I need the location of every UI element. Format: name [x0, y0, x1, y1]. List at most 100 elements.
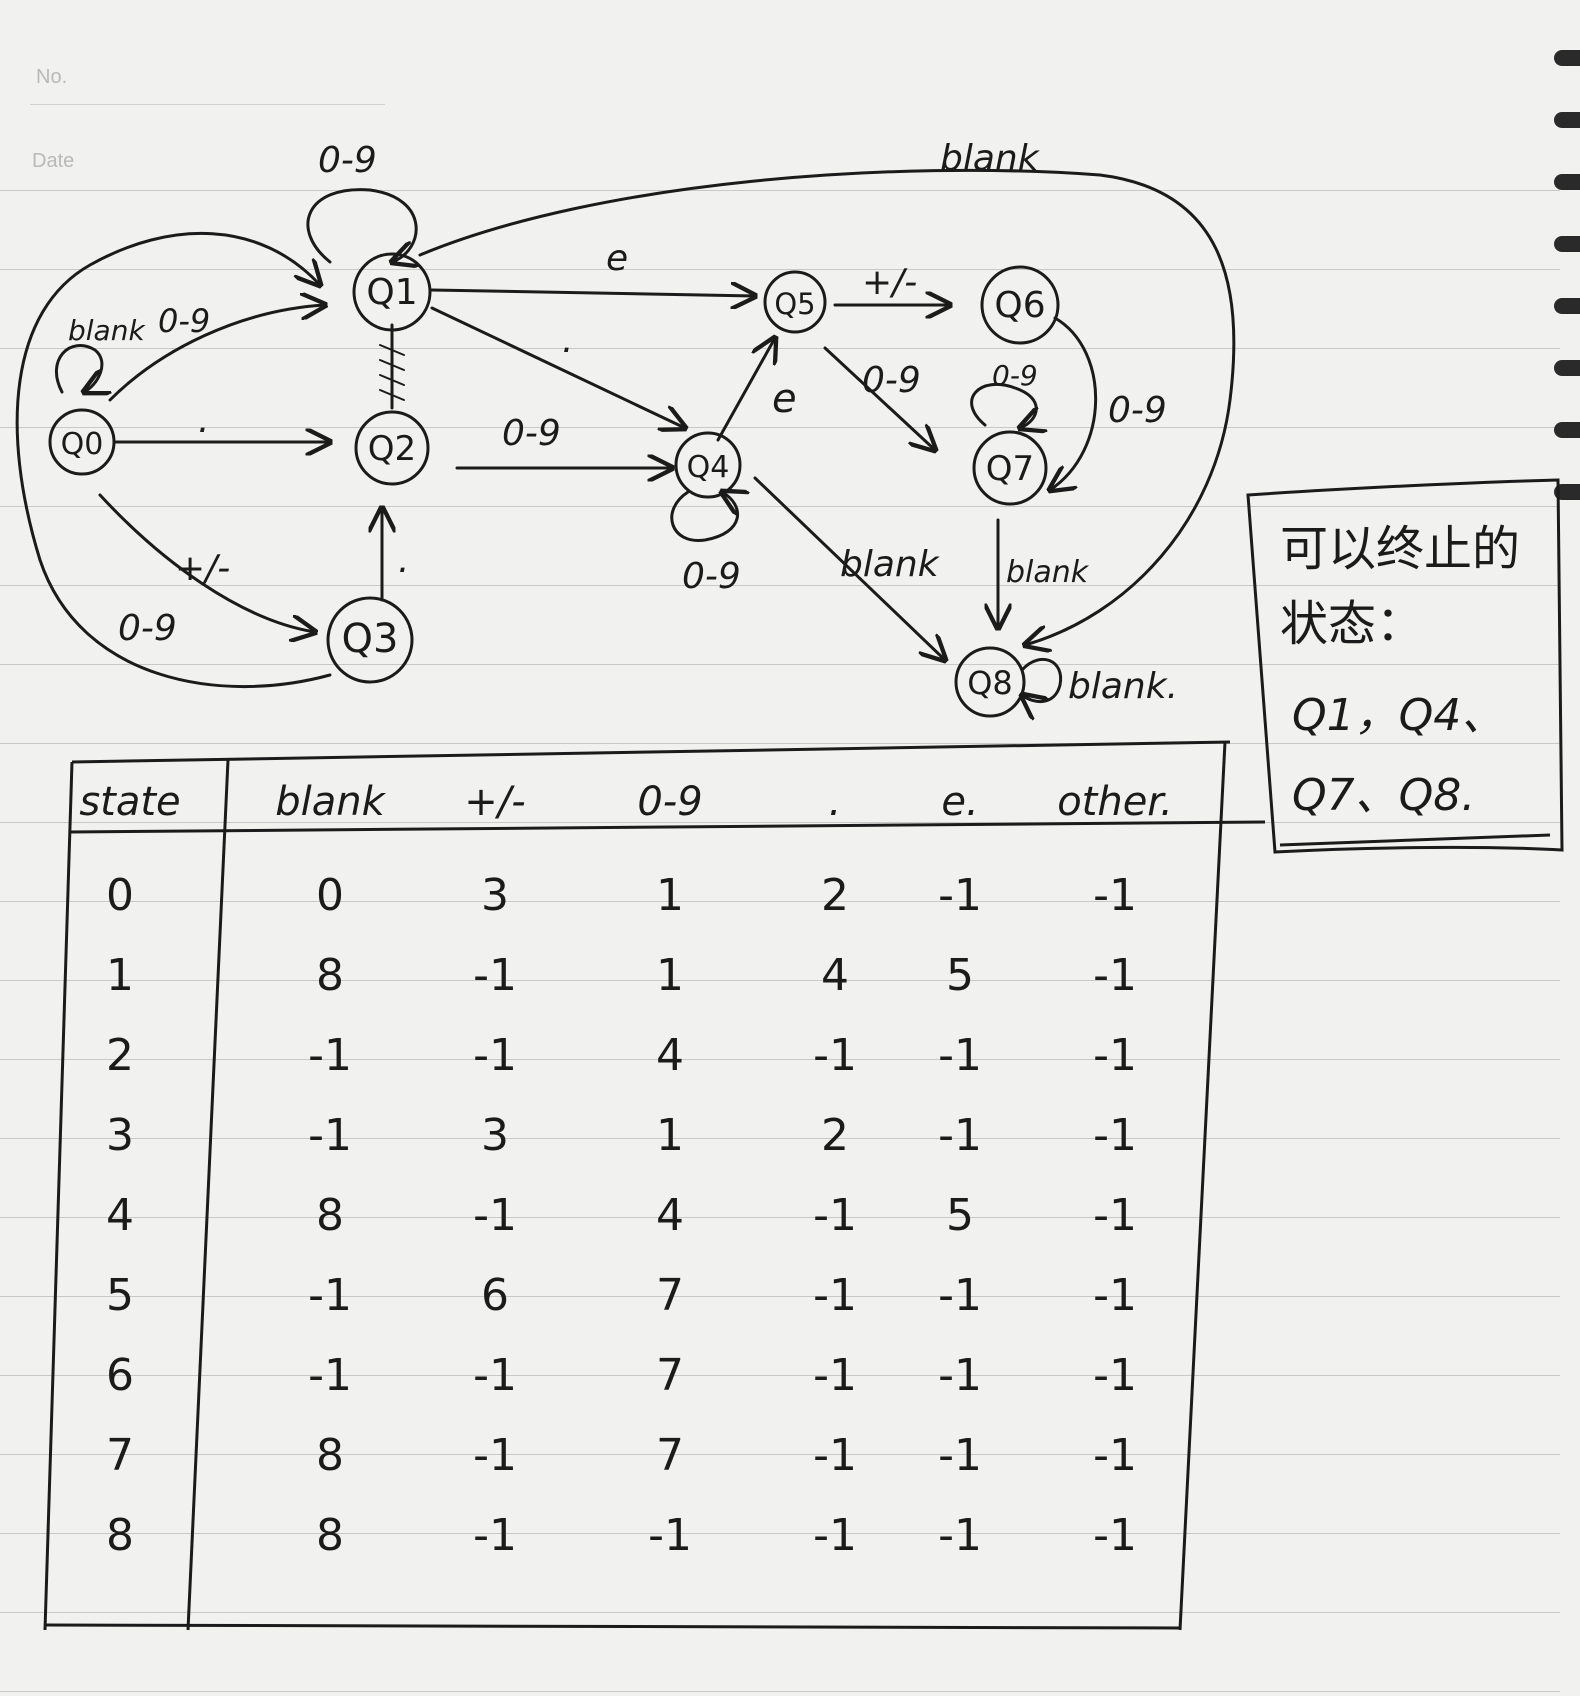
edge-q6-q7: [1050, 316, 1098, 490]
table-cell-r2-c2: -1: [473, 1030, 517, 1081]
label-q1-q1: 0-9: [318, 140, 377, 181]
table-cell-r8-c2: -1: [473, 1510, 517, 1561]
table-cell-r1-c2: -1: [473, 950, 517, 1001]
table-cell-r5-c2: 6: [481, 1270, 509, 1321]
binding-hole: [1554, 236, 1580, 252]
table-cell-r5-c4: -1: [813, 1270, 857, 1321]
table-cell-r2-c3: 4: [656, 1030, 684, 1081]
table-cell-r2-c0: 2: [106, 1030, 134, 1081]
table-header-5: e.: [941, 779, 978, 825]
state-label-q1: Q1: [366, 272, 417, 313]
edge-q7-q7: [970, 382, 1037, 428]
table-cell-r4-c5: 5: [946, 1190, 974, 1241]
ruled-line: [0, 1375, 1560, 1376]
table-cell-r6-c2: -1: [473, 1350, 517, 1401]
table-cell-r6-c3: 7: [656, 1350, 684, 1401]
binding-hole: [1554, 422, 1580, 438]
table-header-1: blank: [275, 779, 386, 825]
label-q8-q8: blank.: [1068, 666, 1178, 707]
table-cell-r4-c6: -1: [1093, 1190, 1137, 1241]
ruled-line: [0, 980, 1560, 981]
edge-q5-q7: [823, 346, 935, 450]
table-cell-r6-c6: -1: [1093, 1350, 1137, 1401]
ruled-line: [0, 743, 1560, 744]
label-q5-q6: +/-: [862, 262, 917, 303]
table-header-3: 0-9: [637, 779, 702, 825]
table-cell-r5-c3: 7: [656, 1270, 684, 1321]
state-circle-q6: [980, 265, 1060, 345]
label-q0-q2: .: [198, 400, 209, 441]
table-cell-r6-c1: -1: [308, 1350, 352, 1401]
edge-q1-q8: [418, 168, 1236, 645]
table-cell-r3-c5: -1: [938, 1110, 982, 1161]
edge-q4-q5: [716, 338, 775, 442]
ruled-line: [0, 585, 1560, 586]
table-cell-r5-c5: -1: [938, 1270, 982, 1321]
state-label-q5: Q5: [774, 287, 815, 321]
table-cell-r1-c5: 5: [946, 950, 974, 1001]
state-circle-q1: [352, 252, 432, 332]
binding-hole: [1554, 360, 1580, 376]
edge-q0-q1: [108, 305, 325, 402]
table-cell-r4-c0: 4: [106, 1190, 134, 1241]
table-cell-r1-c6: -1: [1093, 950, 1137, 1001]
table-cell-r7-c2: -1: [473, 1430, 517, 1481]
state-label-q3: Q3: [342, 616, 399, 662]
binding-hole: [1554, 298, 1580, 314]
ruled-line: [0, 427, 1560, 428]
label-q5-q7: 0-9: [862, 360, 921, 401]
state-circle-q5: [763, 270, 827, 334]
state-label-q8: Q8: [967, 664, 1013, 702]
table-cell-r8-c3: -1: [648, 1510, 692, 1561]
ruled-line: [0, 1296, 1560, 1297]
table-cell-r8-c5: -1: [938, 1510, 982, 1561]
table-cell-r6-c5: -1: [938, 1350, 982, 1401]
edge-q0-q0: [55, 344, 102, 392]
state-circle-q3: [326, 596, 414, 684]
state-circle-q4: [674, 431, 742, 499]
label-q1-q5: e: [606, 238, 628, 279]
table-cell-r3-c1: -1: [308, 1110, 352, 1161]
table-cell-r0-c2: 3: [481, 870, 509, 921]
ruled-line: [0, 1612, 1560, 1613]
table-cell-r2-c5: -1: [938, 1030, 982, 1081]
table-cell-r7-c3: 7: [656, 1430, 684, 1481]
table-cell-r2-c4: -1: [813, 1030, 857, 1081]
state-circle-q7: [972, 430, 1048, 506]
table-cell-r1-c1: 8: [316, 950, 344, 1001]
table-cell-r0-c1: 0: [316, 870, 344, 921]
label-q4-q4: 0-9: [682, 556, 741, 597]
note-line-1: 可以终止的: [1280, 521, 1520, 577]
binding-hole: [1554, 112, 1580, 128]
label-q0-q0: blank: [68, 314, 146, 347]
edge-q0-q3: [98, 493, 315, 632]
state-circle-q8: [954, 646, 1026, 718]
edge-q3-q1: [15, 231, 332, 689]
binding-hole: [1554, 174, 1580, 190]
no-underline: [30, 104, 385, 105]
edge-q4-q4: [670, 492, 738, 542]
table-cell-r7-c0: 7: [106, 1430, 134, 1481]
ruled-line: [0, 190, 1560, 191]
table-cell-r2-c1: -1: [308, 1030, 352, 1081]
label-q1-q8: blank: [940, 138, 1041, 179]
ruled-line: [0, 664, 1560, 665]
table-cell-r2-c6: -1: [1093, 1030, 1137, 1081]
ruled-line: [0, 506, 1560, 507]
table-cell-r8-c0: 8: [106, 1510, 134, 1561]
ruled-line: [0, 822, 1560, 823]
table-cell-r5-c6: -1: [1093, 1270, 1137, 1321]
ruled-line: [0, 1059, 1560, 1060]
table-cell-r1-c3: 1: [656, 950, 684, 1001]
edge-q4-q8: [753, 476, 945, 660]
transition-table: [43, 740, 1266, 1631]
table-cell-r7-c4: -1: [813, 1430, 857, 1481]
table-cell-r5-c1: -1: [308, 1270, 352, 1321]
table-cell-r3-c4: 2: [821, 1110, 849, 1161]
ruled-line: [0, 1217, 1560, 1218]
table-cell-r8-c1: 8: [316, 1510, 344, 1561]
note-line-3: Q1，Q4、: [1292, 690, 1505, 741]
ruled-line: [0, 1138, 1560, 1139]
